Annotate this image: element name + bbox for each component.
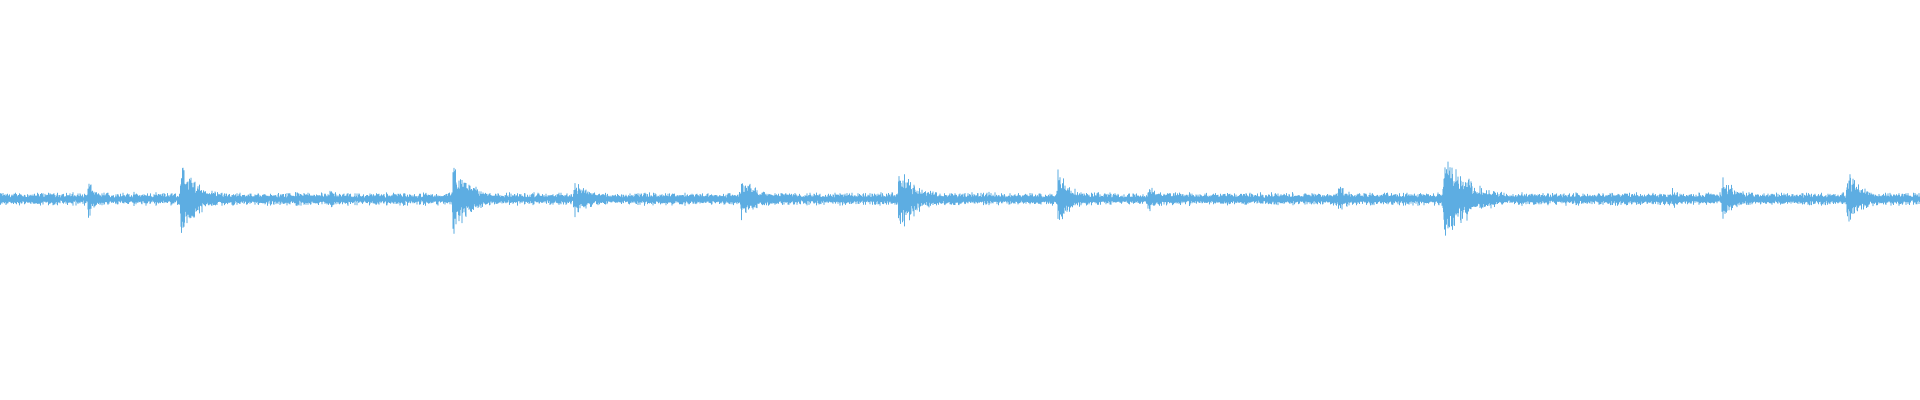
waveform-trace (0, 161, 1920, 236)
